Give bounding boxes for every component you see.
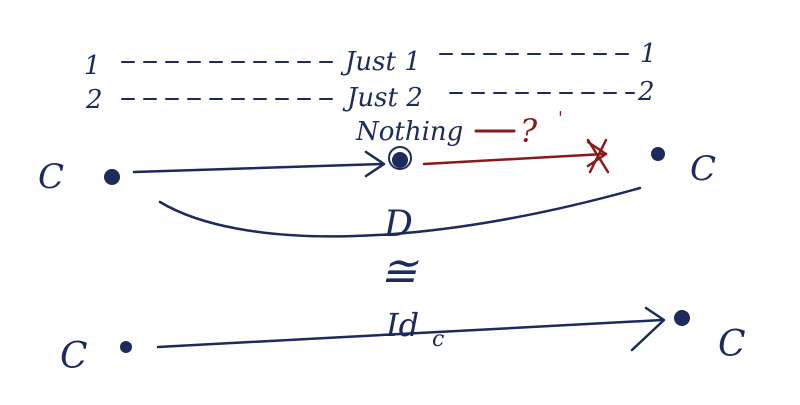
top-middle-node (392, 152, 408, 168)
functor-curve (158, 186, 642, 238)
functor-label: D (383, 204, 413, 245)
row2-middle-label: Just 2 (342, 83, 423, 113)
question-tick: ' (558, 108, 563, 129)
iso-mark: ≅ (380, 246, 419, 297)
bottom-left-node (120, 341, 132, 353)
red-cross-2 (588, 138, 608, 174)
row1-right-label: 1 (640, 39, 657, 69)
bottom-right-object-label: C (718, 324, 746, 365)
row1-left-label: 1 (84, 51, 101, 81)
top-left-node (104, 169, 120, 185)
identity-label: Id (385, 306, 419, 344)
top-middle-node-ring (388, 146, 412, 170)
top-left-object-label: C (38, 157, 64, 197)
identity-subscript: c (432, 327, 444, 352)
red-arrow-shaft (422, 152, 606, 166)
bottom-right-node (674, 310, 690, 326)
nothing-label: Nothing (355, 117, 463, 147)
bottom-arrow-shaft (156, 318, 664, 349)
question-mark: ? (520, 112, 538, 150)
row2-left-label: 2 (85, 85, 103, 115)
top-arrow-head (364, 150, 386, 178)
top-right-node (651, 147, 665, 161)
top-right-object-label: C (690, 149, 716, 189)
top-arrow-shaft (132, 162, 384, 174)
bottom-arrow-head (630, 306, 666, 352)
row2-right-label: 2 (637, 77, 655, 107)
bottom-left-object-label: C (60, 336, 88, 377)
row1-middle-label: Just 1 (340, 47, 421, 77)
